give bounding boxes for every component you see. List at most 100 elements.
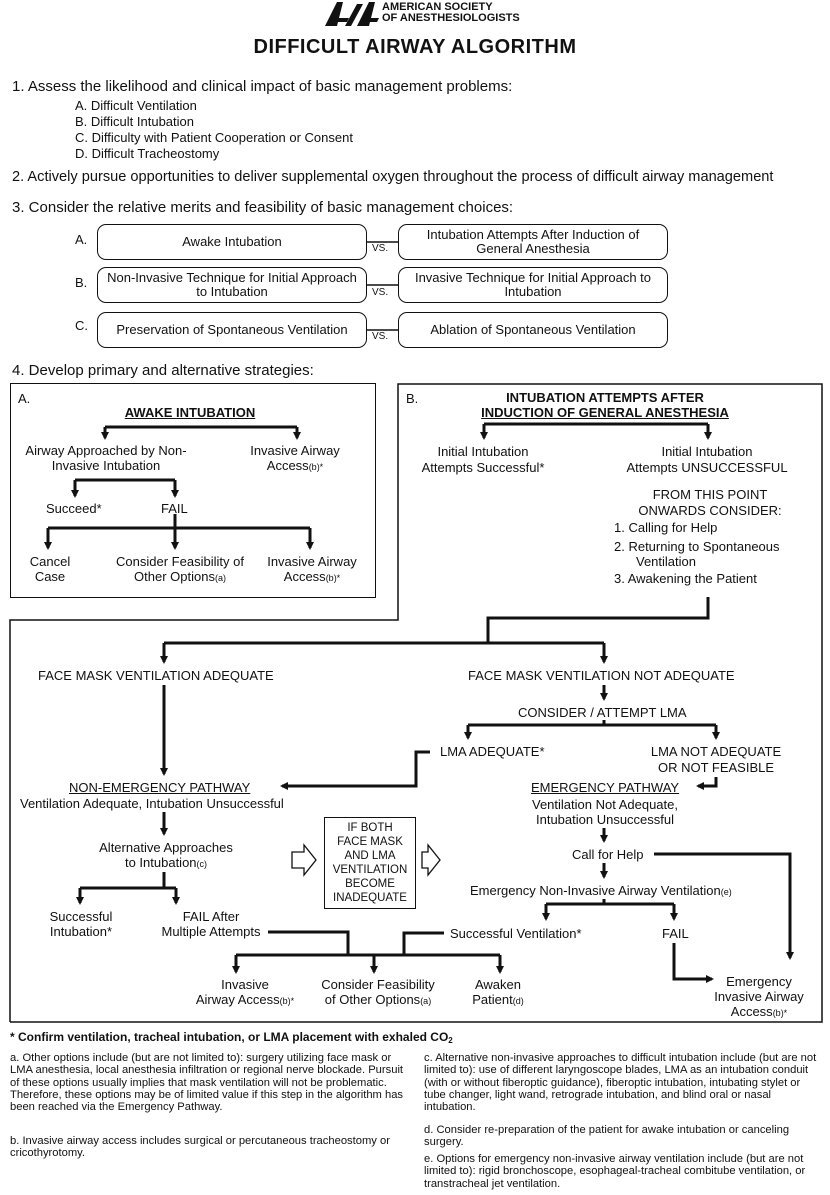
lower-consider-text: of Other Options <box>324 992 421 1007</box>
footnote-ref-b: (b)* <box>325 573 341 583</box>
successful-intubation-line2: Intubation* <box>49 924 113 939</box>
choice-ablation-spontaneous: Ablation of Spontaneous Ventilation <box>398 312 668 348</box>
asa-logo-icon <box>325 2 379 26</box>
if-both-line6: INADEQUATE <box>333 892 407 904</box>
choice-non-invasive: Non-Invasive Technique for Initial Appro… <box>97 267 367 303</box>
fail-after-line1: FAIL After <box>182 909 240 924</box>
footnote-b: b. Invasive airway access includes surgi… <box>10 1135 390 1160</box>
lower-consider-line1: Consider Feasibility <box>321 977 435 992</box>
emergency-invasive-line3: Access(b)* <box>704 1004 814 1021</box>
step1-item-c: C. Difficulty with Patient Cooperation o… <box>75 130 353 145</box>
panel-a-frame <box>10 383 376 598</box>
step3-row-a-letter: A. <box>75 232 88 247</box>
option-awakening-patient: 3. Awakening the Patient <box>614 571 757 586</box>
call-for-help: Call for Help <box>572 847 644 862</box>
emergency-fail: FAIL <box>662 926 689 941</box>
panel-b-title-line1: INTUBATION ATTEMPTS AFTER <box>506 390 704 405</box>
org-name-line1: AMERICAN SOCIETY <box>382 1 493 13</box>
emergency-subtitle-1: Ventilation Not Adequate, <box>531 797 678 812</box>
lower-invasive-line2: Airway Access(b)* <box>180 992 310 1009</box>
panel-a-label: A. <box>18 391 31 406</box>
page-title: DIFFICULT AIRWAY ALGORITHM <box>253 36 577 58</box>
step1-item-a: A. Difficult Ventilation <box>75 98 197 113</box>
cancel-case: Cancel Case <box>29 554 71 584</box>
lma-adequate: LMA ADEQUATE* <box>440 744 545 759</box>
awaken-text: Patient <box>472 992 513 1007</box>
emergency-noninvasive-ventilation: Emergency Non-Invasive Airway Ventilatio… <box>470 883 732 900</box>
footnote-c: c. Alternative non-invasive approaches t… <box>424 1052 817 1114</box>
panel-a-invasive2-text: Invasive Airway Access <box>267 554 357 584</box>
if-both-line2: FACE MASK <box>337 836 403 848</box>
footnote-d: d. Consider re-preparation of the patien… <box>424 1124 790 1149</box>
footnote-ref-c: (c) <box>196 859 208 869</box>
choice-invasive: Invasive Technique for Initial Approach … <box>398 267 668 303</box>
alt-approaches-text: to Intubation <box>124 855 197 870</box>
succeed-label: Succeed* <box>46 501 102 516</box>
awaken-line1: Awaken <box>474 977 521 992</box>
panel-a-consider-text: Consider Feasibility of Other Options <box>116 554 244 584</box>
awake-intubation-title: AWAKE INTUBATION <box>124 405 256 420</box>
lower-invasive-line1: Invasive <box>221 977 269 992</box>
step1-item-b: B. Difficult Intubation <box>75 114 194 129</box>
if-both-line5: BECOME <box>345 878 395 890</box>
face-mask-not-adequate: FACE MASK VENTILATION NOT ADEQUATE <box>468 668 735 683</box>
confirm-note-text: * Confirm ventilation, tracheal intubati… <box>10 1030 449 1044</box>
footnote-ref-e: (e) <box>720 887 732 897</box>
option-returning-spontaneous-2: Ventilation <box>636 554 696 569</box>
option-calling-help: 1. Calling for Help <box>614 520 718 535</box>
panel-a-invasive-access-2: Invasive Airway Access(b)* <box>256 554 368 586</box>
footnote-ref-a: (a) <box>214 573 226 583</box>
co2-subscript: 2 <box>448 1036 453 1045</box>
footnote-ref-d: (d) <box>512 996 524 1006</box>
non-emergency-subtitle: Ventilation Adequate, Intubation Unsucce… <box>20 796 284 811</box>
awaken-line2: Patient(d) <box>460 992 536 1009</box>
flowchart-connectors <box>44 241 794 983</box>
emerg-inv-text: Access <box>730 1004 773 1019</box>
asa-logo <box>323 2 379 26</box>
if-both-line3: AND LMA <box>344 850 396 862</box>
choice-awake-intubation: Awake Intubation <box>97 224 367 260</box>
successful-intubation-line1: Successful <box>49 909 113 924</box>
confirm-note: * Confirm ventilation, tracheal intubati… <box>10 1030 453 1048</box>
fail-after-line2: Multiple Attempts <box>161 924 261 939</box>
if-both-line1: IF BOTH <box>347 822 393 834</box>
consider-attempt-lma: CONSIDER / ATTEMPT LMA <box>518 705 687 720</box>
airway-approached-noninvasive: Airway Approached by Non-Invasive Intuba… <box>25 443 187 473</box>
lower-invasive-text: Airway Access <box>195 992 280 1007</box>
vs-label: VS. <box>372 243 389 254</box>
if-both-line4: VENTILATION <box>332 864 408 876</box>
vs-label: VS. <box>372 331 389 342</box>
successful-ventilation: Successful Ventilation* <box>450 926 582 941</box>
step2-heading: 2. Actively pursue opportunities to deli… <box>12 169 774 185</box>
initial-unsuccess-line1: Initial Intubation <box>661 444 753 459</box>
lower-consider-line2: of Other Options(a) <box>312 992 444 1009</box>
panel-a-invasive-access: Invasive Airway Access(b)* <box>240 443 350 475</box>
initial-unsuccess-line2: Attempts UNSUCCESSFUL <box>626 460 788 475</box>
footnote-a: a. Other options include (but are not li… <box>10 1052 404 1114</box>
panel-b-label: B. <box>406 391 419 406</box>
footnote-ref-b: (b)* <box>308 462 324 472</box>
panel-a-invasive-text: Invasive Airway Access <box>250 443 340 473</box>
vs-label: VS. <box>372 287 389 298</box>
option-returning-spontaneous: 2. Returning to Spontaneous <box>614 539 780 554</box>
alternative-approaches-line1: Alternative Approaches <box>99 840 233 855</box>
fail-label: FAIL <box>161 501 188 516</box>
non-emergency-pathway: NON-EMERGENCY PATHWAY <box>69 780 251 795</box>
footnote-ref-b: (b)* <box>279 996 295 1006</box>
step3-row-c-letter: C. <box>75 318 88 333</box>
step3-row-b-letter: B. <box>75 275 88 290</box>
lma-not-adequate-line2: OR NOT FEASIBLE <box>657 760 775 775</box>
panel-a-consider-feasibility: Consider Feasibility of Other Options(a) <box>110 554 250 586</box>
step4-heading: 4. Develop primary and alternative strat… <box>12 362 314 379</box>
from-this-point-line2: ONWARDS CONSIDER: <box>638 503 782 518</box>
choice-intubation-after-induction: Intubation Attempts After Induction of G… <box>398 224 668 260</box>
emerg-noninv-text: Emergency Non-Invasive Airway Ventilatio… <box>470 883 721 898</box>
emergency-pathway: EMERGENCY PATHWAY <box>531 780 680 795</box>
step1-heading: 1. Assess the likelihood and clinical im… <box>12 78 513 95</box>
choice-preservation-spontaneous: Preservation of Spontaneous Ventilation <box>97 312 367 348</box>
org-name-line2: OF ANESTHESIOLOGISTS <box>382 12 520 24</box>
step1-item-d: D. Difficult Tracheostomy <box>75 146 220 161</box>
emergency-invasive-line1: Emergency <box>726 974 792 989</box>
face-mask-adequate: FACE MASK VENTILATION ADEQUATE <box>38 668 274 683</box>
emergency-invasive-line2: Invasive Airway <box>714 989 804 1004</box>
